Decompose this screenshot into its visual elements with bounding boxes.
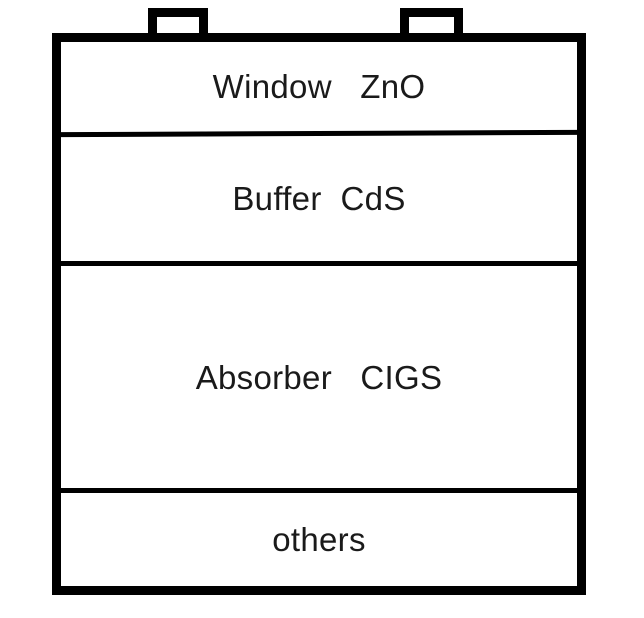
device-stack-outline: Window ZnO Buffer CdS Absorber CIGS othe… [52, 33, 586, 595]
divider-absorber-others [61, 488, 577, 493]
layer-absorber: Absorber CIGS [61, 266, 577, 488]
layer-others-label: others [272, 521, 366, 558]
layer-buffer: Buffer CdS [61, 136, 577, 261]
layer-buffer-label: Buffer CdS [232, 180, 406, 217]
divider-buffer-absorber [61, 261, 577, 266]
layer-window-label: Window ZnO [212, 68, 426, 105]
layer-absorber-label: Absorber CIGS [195, 358, 443, 396]
layer-others: others [61, 493, 577, 586]
layer-window: Window ZnO [61, 42, 577, 131]
